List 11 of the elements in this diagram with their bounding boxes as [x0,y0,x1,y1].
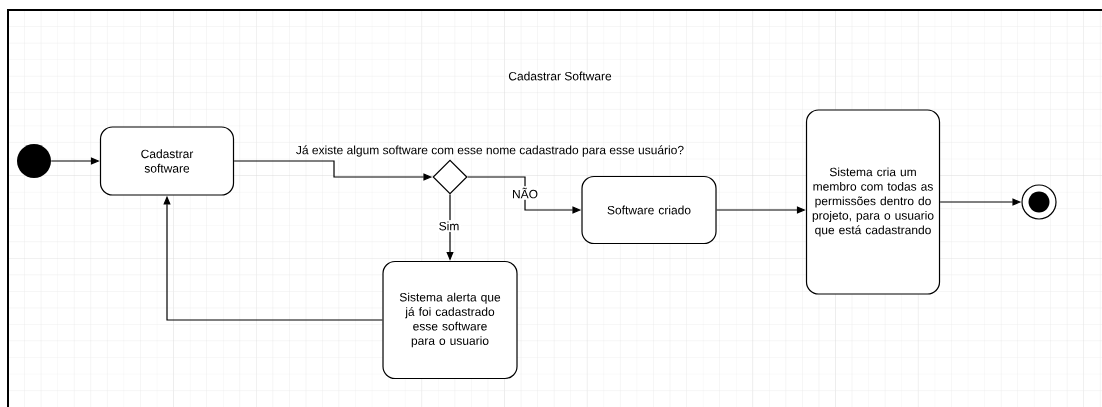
activity-box: Sistema alerta que já foi cadastrado esse software para o usuario [382,260,518,380]
activity-box: Cadastrar software [99,126,235,196]
activity-box: Sistema cria um membro com todas as permissões dentro do projeto, para o usuario que está cadastrando [805,109,941,295]
edge-label: Já existe algum software com esse nome cadastrado para esse usuário? [296,145,684,157]
start-circle [17,144,51,178]
edge-label: Sim [437,220,461,232]
decision-diamond [432,159,468,195]
activity-box: Software criado [581,175,717,245]
diagram-title: Cadastrar Software [508,71,612,81]
edge-label: NÃO [510,186,540,200]
end-circle [1021,184,1057,220]
